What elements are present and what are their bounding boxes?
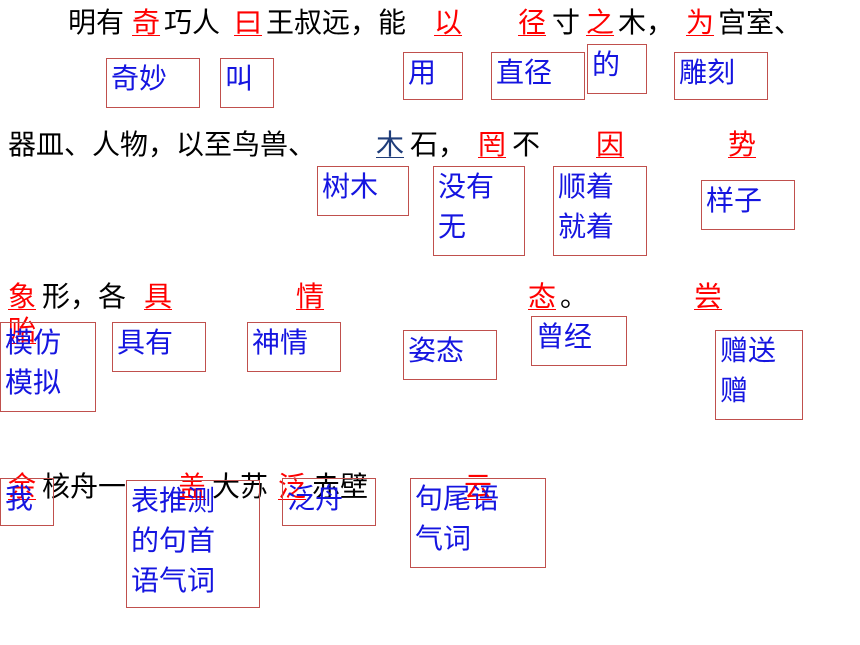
- gloss-meiyou: 没有 无: [433, 166, 525, 256]
- line1-text: 宫室、: [718, 6, 803, 39]
- gloss-juyou: 具有: [112, 322, 206, 372]
- line3-text: 。: [560, 280, 589, 313]
- gloss-cengjing: 曾经: [531, 316, 627, 366]
- line3-text: 形，各: [42, 280, 127, 313]
- keyword-wang: 罔: [478, 128, 507, 161]
- keyword-zhi: 之: [586, 6, 615, 39]
- line1-text: 王叔远，能: [266, 6, 407, 39]
- line2-text: 不: [512, 128, 541, 161]
- gloss-jiao: 叫: [220, 58, 274, 108]
- keyword-chang: 尝: [694, 280, 723, 313]
- keyword-yu: 余: [8, 470, 37, 503]
- keyword-yun: 云: [464, 470, 493, 503]
- keyword-qi: 奇: [132, 6, 161, 39]
- gloss-shumu: 树木: [317, 166, 409, 216]
- gloss-juwei: 句尾语 气词: [410, 478, 546, 568]
- gloss-zhijing: 直径: [491, 52, 585, 100]
- gloss-zengsong: 赠送 赠: [715, 330, 803, 420]
- keyword-tai: 态: [528, 280, 557, 313]
- keyword-yi: 以: [434, 6, 463, 39]
- gloss-de: 的: [587, 44, 647, 94]
- gloss-shunzhe: 顺着 就着: [553, 166, 647, 256]
- gloss-qimiao: 奇妙: [106, 58, 200, 108]
- gloss-zitai: 姿态: [403, 330, 497, 380]
- keyword-shi: 势: [728, 128, 757, 161]
- gloss-yong: 用: [403, 52, 463, 100]
- gloss-tuice: 表推测 的句首 语气词: [126, 480, 260, 608]
- keyword-yi-gift: 贻: [8, 314, 37, 347]
- line1-text: 木，: [618, 6, 675, 39]
- gloss-yangzi: 样子: [701, 180, 795, 230]
- keyword-wei: 为: [686, 6, 715, 39]
- keyword-yin: 因: [596, 128, 625, 161]
- keyword-mu: 木: [376, 128, 405, 161]
- line2-text: 器皿、人物，以至鸟兽、: [8, 128, 317, 161]
- keyword-yue: 曰: [234, 6, 263, 39]
- keyword-gai: 盖: [178, 470, 207, 503]
- gloss-shenqing: 神情: [247, 322, 341, 372]
- line1-text: 巧人: [164, 6, 221, 39]
- gloss-fanzhou: 泛舟: [282, 478, 376, 526]
- keyword-ju: 具: [144, 280, 173, 313]
- line2-text: 石，: [410, 128, 467, 161]
- gloss-mofang: 模仿 模拟: [0, 322, 96, 412]
- keyword-jing: 径: [518, 6, 547, 39]
- keyword-qing: 情: [296, 280, 325, 313]
- line4-text: 大苏: [212, 470, 269, 503]
- line4-text: 赤壁: [312, 470, 369, 503]
- keyword-xiang: 象: [8, 280, 37, 313]
- line4-text: 核舟一: [42, 470, 127, 503]
- line1-text: 明有: [68, 6, 125, 39]
- gloss-diaoke: 雕刻: [674, 52, 768, 100]
- gloss-wo: 我: [0, 478, 54, 526]
- line1-text: 寸: [552, 6, 581, 39]
